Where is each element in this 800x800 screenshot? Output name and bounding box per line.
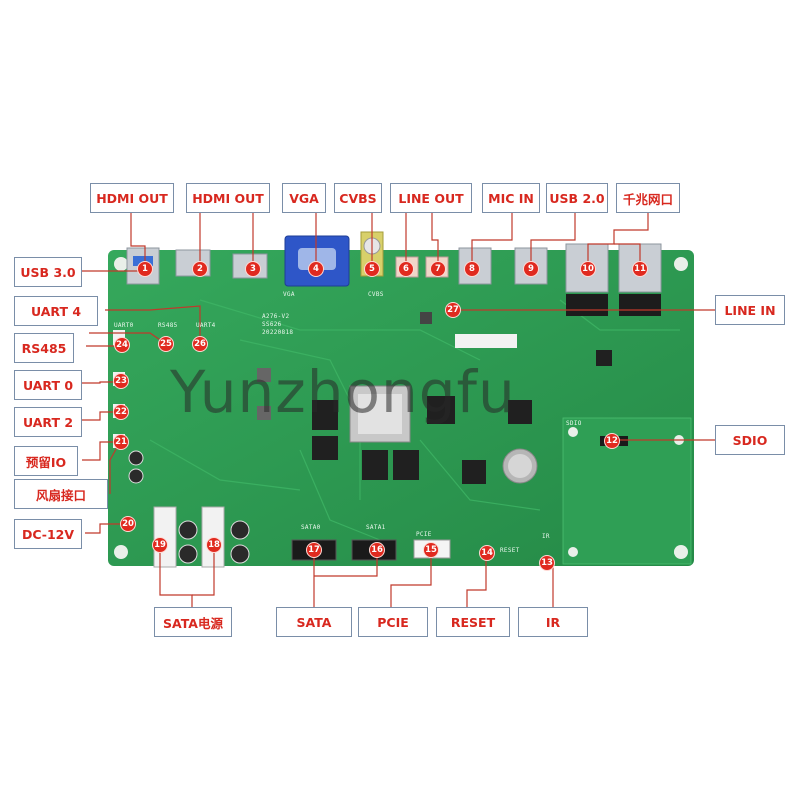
label-line-out: LINE OUT (390, 183, 472, 213)
marker-18: 18 (206, 537, 222, 553)
label-reset: RESET (436, 607, 510, 637)
label-vga: VGA (282, 183, 326, 213)
mount-hole (114, 257, 128, 271)
barcode-sticker (455, 334, 517, 348)
silk-sata0: SATA0 (301, 524, 321, 531)
memory-chip (312, 436, 338, 460)
capacitor (178, 520, 198, 540)
label-gigabit-lan: 千兆网口 (616, 183, 680, 213)
marker-1: 1 (137, 261, 153, 277)
mount-hole (114, 545, 128, 559)
marker-24: 24 (114, 337, 130, 353)
label-hdmi-out-1: HDMI OUT (90, 183, 174, 213)
silk-sata1: SATA1 (366, 524, 386, 531)
mount-hole (674, 257, 688, 271)
silk-rs485: RS485 (158, 322, 178, 329)
silk-ir: IR (542, 533, 550, 540)
capacitor (178, 544, 198, 564)
marker-22: 22 (113, 404, 129, 420)
marker-13: 13 (539, 555, 555, 571)
pmic-chip (462, 460, 486, 484)
silk-chip: SS626 (262, 321, 282, 328)
silk-vga: VGA (283, 291, 295, 298)
capacitor (128, 450, 144, 466)
capacitor (128, 468, 144, 484)
label-fan-port: 风扇接口 (14, 479, 108, 509)
silk-cvbs: CVBS (368, 291, 384, 298)
marker-4: 4 (308, 261, 324, 277)
rtc-battery-cap (508, 454, 532, 478)
marker-8: 8 (464, 261, 480, 277)
inductor (257, 406, 271, 420)
label-hdmi-out-2: HDMI OUT (186, 183, 270, 213)
marker-11: 11 (632, 261, 648, 277)
silk-reset: RESET (500, 547, 520, 554)
inductor (257, 368, 271, 382)
vga-connector-shell (298, 248, 336, 270)
marker-25: 25 (158, 336, 174, 352)
label-uart-2: UART 2 (14, 407, 82, 437)
silk-uart0: UART0 (114, 322, 134, 329)
mount-hole (568, 427, 578, 437)
label-reserved-io: 预留IO (14, 446, 78, 476)
marker-12: 12 (604, 433, 620, 449)
label-uart-0: UART 0 (14, 370, 82, 400)
label-rs485: RS485 (14, 333, 74, 363)
silk-date: 20220818 (262, 329, 294, 336)
lan-transformer-1 (566, 294, 608, 316)
pcb-sdio-area (562, 417, 692, 565)
lan-transformer-2 (619, 294, 661, 316)
silk-uart4: UART4 (196, 322, 216, 329)
marker-20: 20 (120, 516, 136, 532)
label-mic-in: MIC IN (482, 183, 540, 213)
memory-chip (362, 450, 388, 480)
marker-6: 6 (398, 261, 414, 277)
marker-27: 27 (445, 302, 461, 318)
marker-17: 17 (306, 542, 322, 558)
mount-hole (568, 547, 578, 557)
marker-15: 15 (423, 542, 439, 558)
marker-2: 2 (192, 261, 208, 277)
silk-pcie: PCIE (416, 531, 432, 538)
label-cvbs: CVBS (334, 183, 382, 213)
label-sdio: SDIO (715, 425, 785, 455)
label-uart-4: UART 4 (14, 296, 98, 326)
label-usb-2: USB 2.0 (546, 183, 608, 213)
marker-19: 19 (152, 537, 168, 553)
marker-3: 3 (245, 261, 261, 277)
marker-23: 23 (113, 373, 129, 389)
label-sata: SATA (276, 607, 352, 637)
label-dc-12v: DC-12V (14, 519, 82, 549)
label-sata-power: SATA电源 (154, 607, 232, 637)
label-pcie: PCIE (358, 607, 428, 637)
marker-10: 10 (580, 261, 596, 277)
io-chip (508, 400, 532, 424)
silk-sdio: SDIO (566, 420, 582, 427)
marker-16: 16 (369, 542, 385, 558)
marker-5: 5 (364, 261, 380, 277)
marker-14: 14 (479, 545, 495, 561)
label-usb-3: USB 3.0 (14, 257, 82, 287)
marker-9: 9 (523, 261, 539, 277)
io-chip (596, 350, 612, 366)
soc-chip-die (358, 394, 402, 434)
label-line-in: LINE IN (715, 295, 785, 325)
marker-7: 7 (430, 261, 446, 277)
mount-hole (674, 547, 684, 557)
memory-chip (393, 450, 419, 480)
silk-model: A276-V2 (262, 313, 290, 320)
memory-chip (427, 396, 455, 424)
capacitor (230, 544, 250, 564)
memory-chip (312, 400, 338, 430)
marker-21: 21 (113, 434, 129, 450)
inductor (420, 312, 432, 324)
marker-26: 26 (192, 336, 208, 352)
watermark-text: Yunzhongfu (170, 358, 516, 426)
label-ir: IR (518, 607, 588, 637)
capacitor (230, 520, 250, 540)
